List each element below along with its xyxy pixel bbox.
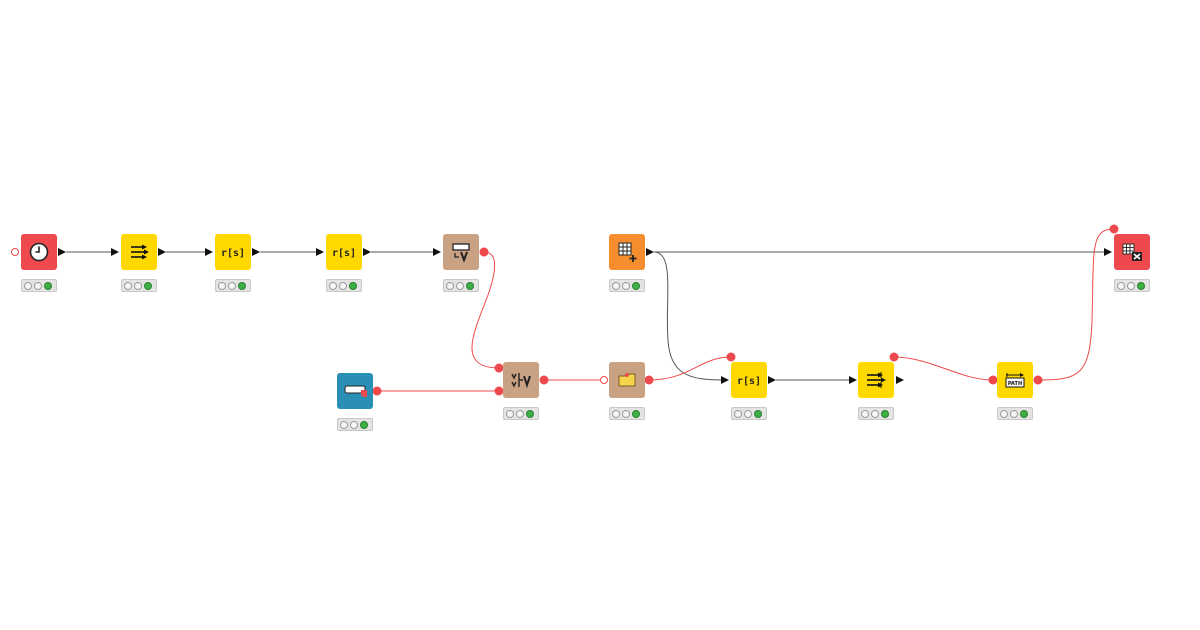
node-merge-variables[interactable] <box>503 362 539 398</box>
data-outport[interactable] <box>768 376 776 384</box>
clock-icon <box>29 242 49 262</box>
data-inport[interactable] <box>316 248 324 256</box>
node-string-widget[interactable] <box>337 373 373 409</box>
node-table-creator[interactable] <box>609 234 645 270</box>
data-inport[interactable] <box>433 248 441 256</box>
regex-glyph: r[s] <box>737 376 761 387</box>
node-status <box>443 279 479 292</box>
node-column-filter-2[interactable] <box>858 362 894 398</box>
node-path[interactable]: PATH <box>997 362 1033 398</box>
regex-glyph: r[s] <box>221 248 245 259</box>
node-folder-variable[interactable] <box>609 362 645 398</box>
node-status <box>609 407 645 420</box>
node-column-filter[interactable] <box>121 234 157 270</box>
node-status <box>326 279 362 292</box>
string-widget-icon <box>344 385 367 398</box>
node-status <box>858 407 894 420</box>
flow-outport[interactable] <box>1033 375 1043 385</box>
ports <box>11 224 1119 396</box>
data-outport[interactable] <box>646 248 654 256</box>
flow-inport[interactable] <box>11 248 19 256</box>
node-table-to-variable[interactable] <box>443 234 479 270</box>
data-outport[interactable] <box>896 376 904 384</box>
data-inport[interactable] <box>721 376 729 384</box>
table-delete-icon <box>1122 243 1142 261</box>
flow-outport[interactable] <box>889 352 899 362</box>
flow-n10-n11[interactable] <box>648 356 732 381</box>
node-status <box>997 407 1033 420</box>
column-filter-icon <box>131 244 149 260</box>
flow-variable-connections <box>377 228 1115 392</box>
path-glyph: PATH <box>1008 381 1022 387</box>
flow-outport[interactable] <box>539 375 549 385</box>
flow-inport[interactable] <box>726 352 736 362</box>
data-outport[interactable] <box>363 248 371 256</box>
data-outport[interactable] <box>252 248 260 256</box>
regex-icon: r[s] <box>221 248 245 259</box>
regex-icon: r[s] <box>332 248 356 259</box>
data-inport[interactable] <box>111 248 119 256</box>
node-status <box>503 407 539 420</box>
regex-icon: r[s] <box>737 376 761 387</box>
flow-inport[interactable] <box>494 363 504 373</box>
regex-glyph: r[s] <box>332 248 356 259</box>
node-regex-2[interactable]: r[s] <box>326 234 362 270</box>
grid-plus-icon <box>618 242 637 262</box>
node-regex-1[interactable]: r[s] <box>215 234 251 270</box>
flow-n5-n9[interactable] <box>471 251 500 369</box>
node-status <box>731 407 767 420</box>
flow-n13-n7[interactable] <box>1037 228 1115 381</box>
flow-n12-n13[interactable] <box>893 356 994 381</box>
node-clock[interactable] <box>21 234 57 270</box>
flow-outport[interactable] <box>644 375 654 385</box>
flow-inport[interactable] <box>1109 224 1119 234</box>
flow-outport[interactable] <box>479 247 489 257</box>
node-status <box>121 279 157 292</box>
node-status <box>215 279 251 292</box>
data-inport[interactable] <box>849 376 857 384</box>
column-filter-icon <box>867 372 886 388</box>
node-regex-3[interactable]: r[s] <box>731 362 767 398</box>
table-to-variable-icon <box>452 243 470 263</box>
connection-n6-n11[interactable] <box>653 251 724 381</box>
data-inport[interactable] <box>205 248 213 256</box>
data-inport[interactable] <box>1104 248 1112 256</box>
flow-outport[interactable] <box>372 386 382 396</box>
folder-variable-icon <box>618 373 636 387</box>
data-outport[interactable] <box>158 248 166 256</box>
node-status <box>337 418 373 431</box>
path-icon: PATH <box>1005 373 1025 388</box>
node-table-delete[interactable] <box>1114 234 1150 270</box>
merge-variables-icon <box>511 373 531 389</box>
node-status <box>1114 279 1150 292</box>
flow-inport[interactable] <box>988 375 998 385</box>
flow-inport[interactable] <box>494 386 504 396</box>
flow-inport[interactable] <box>600 376 608 384</box>
data-outport[interactable] <box>58 248 66 256</box>
node-status <box>21 279 57 292</box>
data-connections <box>66 251 1106 381</box>
node-status <box>609 279 645 292</box>
